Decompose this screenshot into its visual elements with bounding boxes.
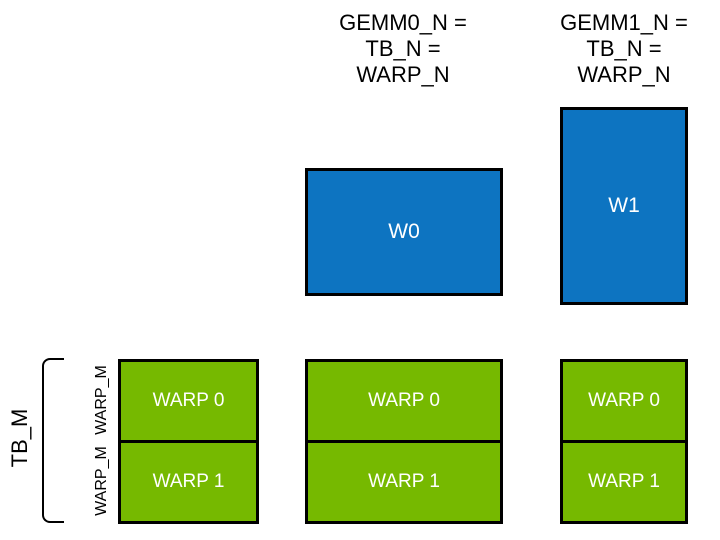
gemm1-dimension-label: GEMM1_N = TB_N = WARP_N — [560, 10, 688, 87]
warp-column-left: WARP 0 WARP 1 — [118, 359, 259, 524]
gemm0-dimension-label: GEMM0_N = TB_N = WARP_N — [339, 10, 467, 87]
warp1-label: WARP 1 — [588, 471, 660, 492]
warp0-label: WARP 0 — [368, 390, 440, 411]
gemm1-warp-tile-box: W1 — [560, 107, 688, 305]
tb-m-dimension-label: TB_M — [7, 408, 32, 468]
warp-cell: WARP 0 — [308, 362, 500, 440]
gemm0-warp-tile-box: W0 — [305, 168, 503, 296]
w0-label: W0 — [388, 220, 420, 243]
warp0-label: WARP 0 — [152, 390, 225, 411]
warp-column-middle: WARP 0 WARP 1 — [305, 359, 503, 524]
warp-cell: WARP 1 — [563, 440, 685, 521]
warp-cell: WARP 0 — [121, 362, 256, 440]
w1-label: W1 — [608, 194, 640, 217]
warp-cell: WARP 0 — [563, 362, 685, 440]
warp1-label: WARP 1 — [152, 471, 225, 492]
warp-cell: WARP 1 — [121, 440, 256, 521]
tb-m-bracket — [42, 358, 64, 523]
warp-cell: WARP 1 — [308, 440, 500, 521]
warp-m-dimension-label-bottom: WARP_M — [93, 446, 110, 516]
warp1-label: WARP 1 — [368, 471, 440, 492]
warp0-label: WARP 0 — [588, 390, 660, 411]
warp-column-right: WARP 0 WARP 1 — [560, 359, 688, 524]
